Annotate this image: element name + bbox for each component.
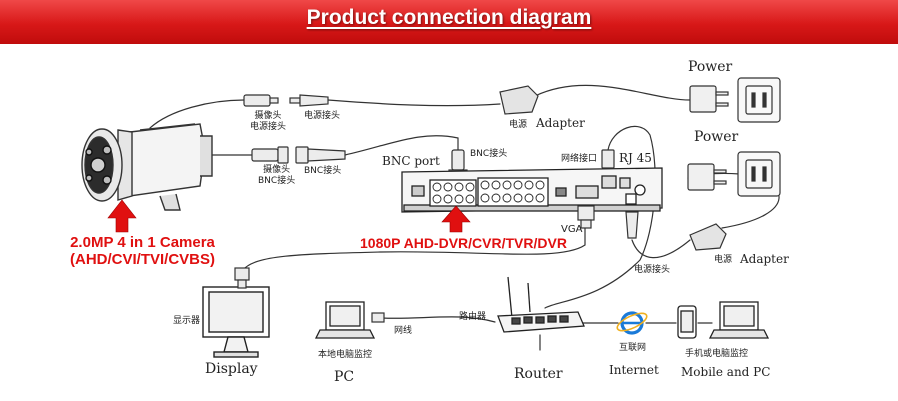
bnc-connector-label: BNC接头 (304, 166, 342, 176)
rj45-label: RJ 45 (619, 151, 652, 165)
camera-bnc-label: 摄像头 BNC接头 (258, 165, 296, 186)
router-en-label: Router (514, 366, 563, 382)
bnc-cable (344, 135, 459, 176)
camera-arrow (107, 199, 137, 233)
display-en-label: Display (205, 361, 258, 377)
power-adapter-1-icon (499, 85, 539, 115)
pc-network-cable (371, 316, 496, 323)
smartphone-icon (677, 305, 697, 339)
pc-rj45-plug-icon (371, 312, 385, 323)
display-vga-plug-icon (234, 267, 250, 289)
display-cn-label: 显示器 (173, 316, 201, 326)
bnc-port-label: BNC port (382, 154, 440, 168)
power-connector-label: 电源接头 (304, 111, 341, 121)
mobile-laptop-icon (708, 301, 770, 339)
adapter1-dc-cable (327, 99, 501, 107)
dvr-power-label: 电源接头 (634, 265, 671, 275)
camera-label-line1: 2.0MP 4 in 1 Camera (70, 234, 215, 251)
power-connector-plug-icon (289, 94, 329, 107)
bullet-camera-icon (81, 123, 213, 211)
power-outlet-2-icon (737, 151, 781, 197)
mobile-cn-label: 手机或电脑监控 (685, 349, 749, 359)
vga-label: VGA (561, 224, 583, 235)
adapter1-cn-label: 电源 (509, 120, 528, 130)
power1-label: Power (688, 59, 733, 75)
rj45-plug-icon (601, 149, 615, 169)
vga-plug-icon (577, 205, 595, 229)
camera-label-line2: (AHD/CVI/TVI/CVBS) (70, 251, 216, 268)
title-banner (0, 0, 898, 44)
power-plug-1-icon (689, 85, 729, 113)
power-outlet-1-icon (737, 77, 781, 123)
dvr-icon (401, 167, 663, 213)
camera-power-label: 摄像头 电源接头 (250, 111, 287, 132)
monitor-icon (202, 286, 270, 358)
camera-label: 2.0MP 4 in 1 Camera (AHD/CVI/TVI/CVBS) (70, 234, 215, 268)
dvr-bnc-connector-label: BNC接头 (470, 149, 508, 159)
pc-cable-label: 网线 (394, 326, 413, 336)
router-cn-label: 路由器 (459, 312, 487, 322)
pc-cn-label: 本地电脑监控 (318, 350, 373, 360)
adapter2-en-label: Adapter (740, 252, 789, 266)
diagram-title: Product connection diagram (306, 6, 592, 29)
router-icon (497, 276, 585, 333)
power-plug-2-icon (687, 163, 727, 191)
adapter1-ac-cable (534, 84, 691, 101)
camera-power-plug-icon (243, 94, 279, 107)
internet-cn-label: 互联网 (619, 343, 647, 353)
laptop-icon (314, 301, 376, 339)
pc-en-label: PC (334, 369, 355, 385)
internet-explorer-icon (616, 311, 648, 335)
camera-bnc-plug-icon (251, 146, 289, 164)
network-port-label: 网络接口 (561, 154, 598, 164)
dvr-arrow (441, 205, 471, 233)
power-adapter-2-icon (689, 223, 727, 251)
adapter1-en-label: Adapter (536, 116, 585, 130)
dvr-power-cable (631, 239, 691, 259)
adapter2-cn-label: 电源 (714, 255, 733, 265)
power2-label: Power (694, 129, 739, 145)
dvr-label: 1080P AHD-DVR/CVR/TVR/DVR (360, 235, 567, 251)
vga-cable (242, 217, 586, 271)
internet-en-label: Internet (609, 363, 659, 377)
camera-power-cable (149, 99, 245, 129)
dvr-power-plug-icon (625, 211, 639, 239)
bnc-connector-plug-icon (295, 146, 346, 164)
mobile-en-label: Mobile and PC (681, 365, 771, 379)
